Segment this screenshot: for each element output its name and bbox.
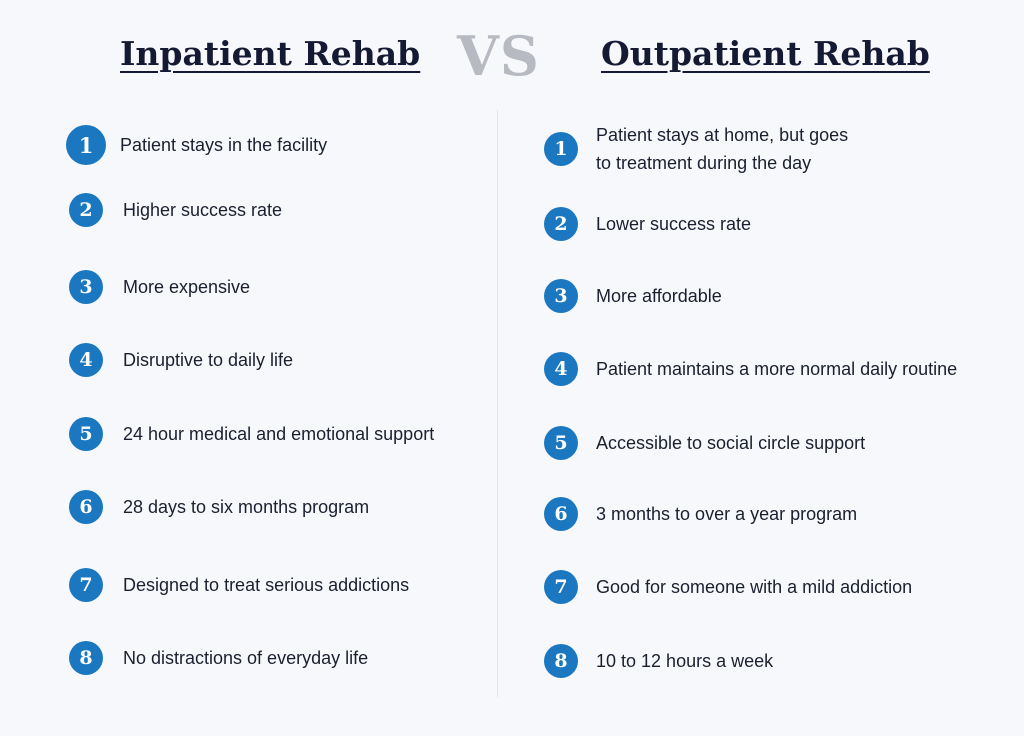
inpatient-item-text: Higher success rate: [123, 200, 283, 220]
outpatient-item-4: 4 Patient maintains a more normal daily …: [544, 352, 957, 386]
inpatient-item-7: 7 Designed to treat serious addictions: [69, 568, 409, 602]
number-badge: 5: [69, 417, 103, 451]
inpatient-item-5: 5 24 hour medical and emotional support: [69, 417, 434, 451]
inpatient-item-4: 4 Disruptive to daily life: [69, 343, 293, 377]
number-badge: 2: [69, 193, 103, 227]
number-badge: 3: [69, 270, 103, 304]
number-badge: 2: [544, 207, 578, 241]
inpatient-item-text: 28 days to six months program: [123, 497, 370, 517]
inpatient-title: Inpatient Rehab: [120, 34, 421, 73]
outpatient-item-7: 7 Good for someone with a mild addiction: [544, 570, 912, 604]
number-badge: 1: [544, 132, 578, 166]
inpatient-item-text: No distractions of everyday life: [123, 648, 369, 668]
number-badge: 3: [544, 279, 578, 313]
outpatient-item-1: 1 Patient stays at home, but goes to tre…: [544, 121, 848, 177]
inpatient-item-3: 3 More expensive: [69, 270, 250, 304]
inpatient-item-text: Disruptive to daily life: [123, 350, 294, 370]
outpatient-item-text: 3 months to over a year program: [596, 504, 858, 524]
outpatient-item-text: Patient maintains a more normal daily ro…: [596, 359, 958, 379]
outpatient-item-6: 6 3 months to over a year program: [544, 497, 857, 531]
number-badge: 8: [69, 641, 103, 675]
number-badge: 6: [69, 490, 103, 524]
outpatient-title: Outpatient Rehab: [601, 34, 930, 73]
inpatient-item-6: 6 28 days to six months program: [69, 490, 369, 524]
inpatient-item-2: 2 Higher success rate: [69, 193, 282, 227]
number-badge: 7: [544, 570, 578, 604]
inpatient-item-1: 1 Patient stays in the facility: [66, 125, 327, 165]
outpatient-item-text: Patient stays at home, but goes to treat…: [596, 125, 849, 173]
outpatient-item-3: 3 More affordable: [544, 279, 722, 313]
number-badge: 1: [66, 125, 106, 165]
inpatient-item-text: 24 hour medical and emotional support: [123, 424, 435, 444]
inpatient-item-text: Designed to treat serious addictions: [123, 575, 410, 595]
outpatient-item-5: 5 Accessible to social circle support: [544, 426, 865, 460]
inpatient-item-text: Patient stays in the facility: [120, 135, 328, 155]
number-badge: 4: [544, 352, 578, 386]
vs-label: VS: [457, 24, 540, 88]
number-badge: 4: [69, 343, 103, 377]
outpatient-item-2: 2 Lower success rate: [544, 207, 751, 241]
number-badge: 6: [544, 497, 578, 531]
outpatient-item-text: 10 to 12 hours a week: [596, 651, 774, 671]
column-divider: [497, 110, 498, 697]
outpatient-item-text: Accessible to social circle support: [596, 433, 866, 453]
outpatient-item-text: Lower success rate: [596, 214, 752, 234]
number-badge: 8: [544, 644, 578, 678]
inpatient-item-text: More expensive: [123, 277, 251, 297]
outpatient-item-8: 8 10 to 12 hours a week: [544, 644, 773, 678]
number-badge: 7: [69, 568, 103, 602]
outpatient-item-text: More affordable: [596, 286, 722, 306]
outpatient-item-text: Good for someone with a mild addiction: [596, 577, 913, 597]
inpatient-item-8: 8 No distractions of everyday life: [69, 641, 368, 675]
number-badge: 5: [544, 426, 578, 460]
